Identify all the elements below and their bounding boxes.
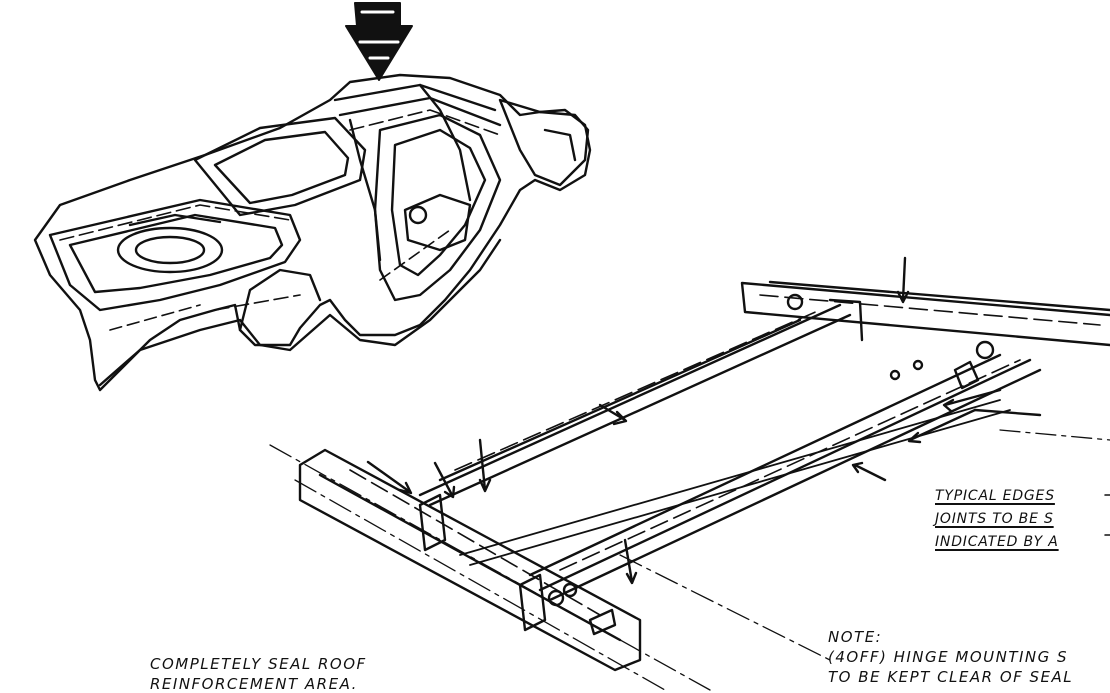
typical-edges-line2: JOINTS TO BE S xyxy=(935,511,1054,527)
seal-roof-note-line1: COMPLETELY SEAL ROOF xyxy=(150,655,367,673)
floor-frame-assembly xyxy=(269,256,1110,691)
note-underlines xyxy=(1104,494,1110,536)
typical-edges-line3: INDICATED BY A xyxy=(935,534,1059,550)
seal-roof-note-line2: REINFORCEMENT AREA. xyxy=(150,675,358,693)
typical-edges-line1: TYPICAL EDGES xyxy=(935,488,1055,504)
note-title: NOTE: xyxy=(828,628,883,646)
car-body-shell xyxy=(33,73,592,392)
hinge-note-line2: TO BE KEPT CLEAR OF SEAL xyxy=(828,668,1074,686)
hinge-note-line1: (4OFF) HINGE MOUNTING S xyxy=(828,648,1069,666)
roof-indicator-arrow xyxy=(345,2,413,81)
